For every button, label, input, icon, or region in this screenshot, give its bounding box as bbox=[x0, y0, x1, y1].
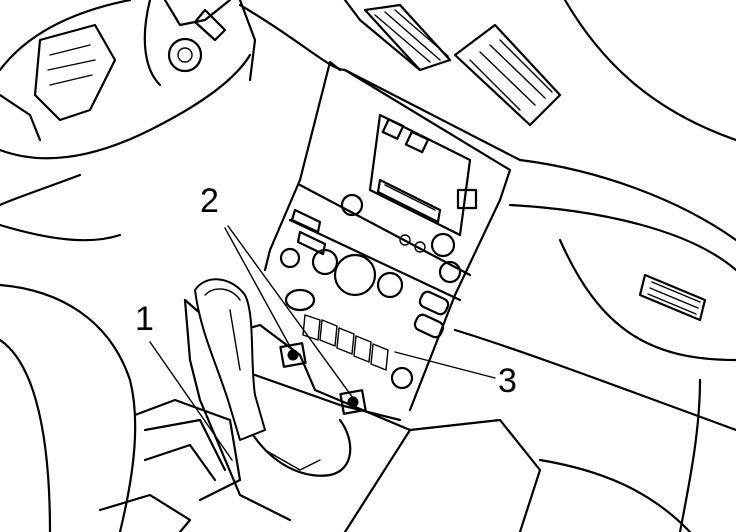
dashboard-top bbox=[238, 0, 736, 272]
leader-2b bbox=[227, 225, 354, 399]
passenger-side bbox=[453, 238, 736, 532]
climate-panel bbox=[279, 208, 462, 390]
callout-label-1: 1 bbox=[135, 300, 154, 338]
side-vent bbox=[638, 273, 707, 322]
ignition-column bbox=[163, 0, 257, 82]
steering-wheel bbox=[0, 0, 252, 160]
gear-lever bbox=[194, 278, 266, 441]
console-switches bbox=[279, 342, 367, 415]
callout-label-2: 2 bbox=[200, 182, 219, 220]
callout-label-3: 3 bbox=[498, 362, 517, 400]
driver-seat bbox=[0, 173, 242, 532]
audio-unit bbox=[340, 113, 478, 258]
callout-leaders bbox=[149, 225, 496, 461]
leader-3 bbox=[394, 351, 496, 379]
leader-2a bbox=[224, 227, 294, 353]
leader-1 bbox=[149, 341, 233, 461]
